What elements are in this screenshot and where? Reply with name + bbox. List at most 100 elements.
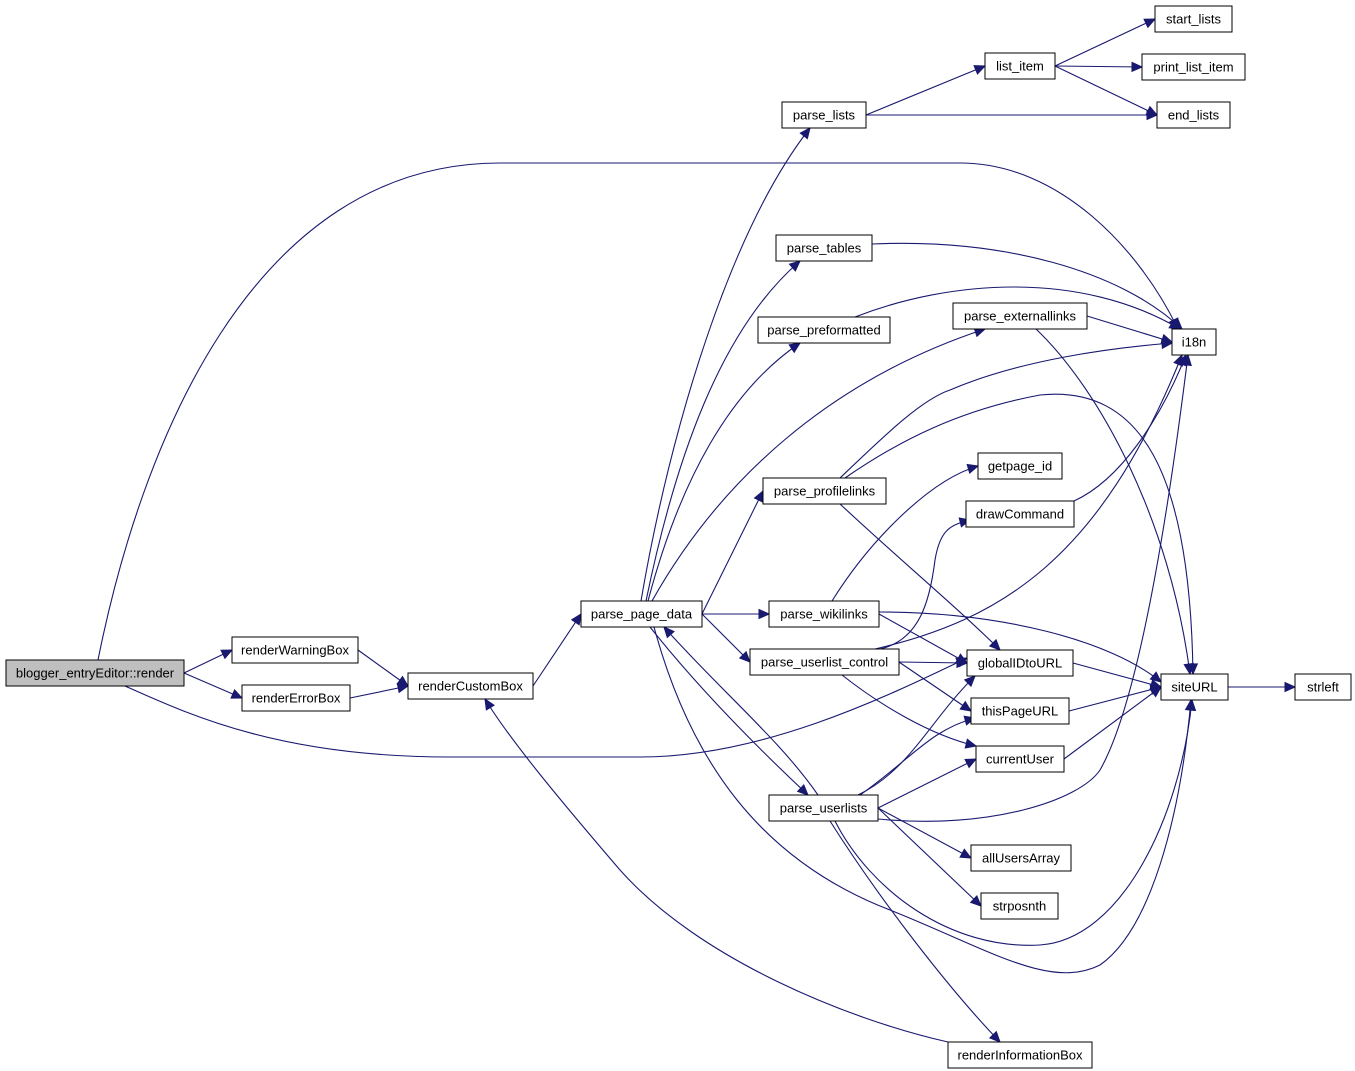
node-label: globalIDtoURL — [978, 656, 1063, 671]
node-globalIDtoURL[interactable]: globalIDtoURL — [966, 649, 1074, 677]
node-label: parse_tables — [787, 241, 862, 256]
arrowhead — [663, 626, 675, 639]
node-renderCustomBox[interactable]: renderCustomBox — [407, 672, 534, 700]
edge-parse_userlists-to-siteURL — [834, 698, 1197, 946]
edge-line — [859, 717, 976, 796]
node-strposnth[interactable]: strposnth — [980, 892, 1059, 920]
node-parse_page_data[interactable]: parse_page_data — [580, 600, 703, 628]
node-box — [947, 1041, 1093, 1069]
node-box — [768, 600, 880, 628]
node-i18n[interactable]: i18n — [1171, 328, 1217, 356]
node-list_item[interactable]: list_item — [984, 52, 1056, 80]
node-getpage_id[interactable]: getpage_id — [977, 452, 1063, 480]
arrowhead — [1187, 663, 1199, 676]
node-renderInformationBox[interactable]: renderInformationBox — [947, 1041, 1093, 1069]
node-box — [1160, 673, 1229, 701]
edge-line — [898, 661, 968, 664]
node-render[interactable]: blogger_entryEditor::render — [5, 659, 185, 687]
node-label: i18n — [1182, 335, 1207, 350]
node-label: parse_profilelinks — [774, 484, 876, 499]
node-label: start_lists — [1166, 12, 1221, 27]
edge-parse_userlists-to-strposnth — [877, 807, 982, 907]
edge-line — [640, 127, 811, 602]
node-box — [970, 697, 1070, 725]
edge-renderErrorBox-to-renderCustomBox — [349, 682, 410, 699]
node-label: thisPageURL — [982, 704, 1059, 719]
node-box — [984, 52, 1056, 80]
node-parse_preformatted[interactable]: parse_preformatted — [757, 316, 891, 344]
edge-parse_wikilinks-to-getpage_id — [831, 463, 980, 602]
node-parse_profilelinks[interactable]: parse_profilelinks — [762, 477, 887, 505]
edge-parse_userlist_control-to-thisPageURL — [898, 661, 973, 712]
edge-parse_page_data-to-parse_lists — [640, 127, 811, 602]
node-parse_wikilinks[interactable]: parse_wikilinks — [768, 600, 880, 628]
node-label: blogger_entryEditor::render — [16, 666, 175, 681]
node-label: end_lists — [1168, 108, 1220, 123]
node-label: parse_externallinks — [964, 309, 1077, 324]
edge-line — [898, 661, 972, 712]
node-label: allUsersArray — [982, 851, 1061, 866]
node-parse_tables[interactable]: parse_tables — [775, 234, 873, 262]
arrowhead — [788, 342, 802, 354]
node-label: drawCommand — [976, 507, 1064, 522]
node-box — [757, 316, 891, 344]
arrowhead — [1131, 61, 1144, 73]
node-renderErrorBox[interactable]: renderErrorBox — [241, 684, 351, 712]
edge-line — [878, 613, 968, 664]
node-start_lists[interactable]: start_lists — [1154, 5, 1233, 33]
arrowhead — [220, 649, 234, 660]
node-parse_userlists[interactable]: parse_userlists — [768, 794, 879, 822]
node-box — [1141, 53, 1246, 81]
edge-line — [1072, 662, 1162, 688]
node-label: list_item — [996, 59, 1044, 74]
arrowhead — [230, 689, 244, 699]
edge-line — [663, 626, 819, 796]
arrowhead — [1181, 353, 1192, 367]
node-parse_externallinks[interactable]: parse_externallinks — [952, 302, 1088, 330]
node-renderWarningBox[interactable]: renderWarningBox — [231, 636, 359, 664]
node-box — [965, 500, 1075, 528]
edge-line — [834, 699, 1193, 946]
node-box — [1171, 328, 1217, 356]
node-box — [1154, 5, 1233, 33]
node-currentUser[interactable]: currentUser — [975, 745, 1065, 773]
arrowhead — [969, 894, 982, 907]
edge-parse_userlist_control-to-currentUser — [841, 674, 978, 749]
node-parse_lists[interactable]: parse_lists — [781, 101, 867, 129]
node-strleft[interactable]: strleft — [1294, 673, 1352, 701]
node-end_lists[interactable]: end_lists — [1156, 101, 1231, 129]
edge-line — [645, 260, 801, 602]
node-siteURL[interactable]: siteURL — [1160, 673, 1229, 701]
edge-line — [701, 490, 764, 615]
node-parse_userlist_control[interactable]: parse_userlist_control — [749, 648, 900, 676]
node-thisPageURL[interactable]: thisPageURL — [970, 697, 1070, 725]
edge-siteURL-to-strleft — [1228, 681, 1297, 693]
node-label: renderInformationBox — [957, 1048, 1083, 1063]
edge-line — [1054, 18, 1156, 67]
edge-line — [124, 657, 968, 758]
node-drawCommand[interactable]: drawCommand — [965, 500, 1075, 528]
arrowhead — [988, 638, 1001, 651]
node-print_list_item[interactable]: print_list_item — [1141, 53, 1246, 81]
arrowhead — [956, 657, 969, 669]
node-label: renderErrorBox — [252, 691, 341, 706]
arrowhead — [570, 612, 582, 626]
arrowhead — [1284, 681, 1297, 693]
edge-line — [829, 820, 1001, 1043]
arrowhead — [753, 489, 764, 503]
node-label: parse_userlists — [780, 801, 868, 816]
edge-line — [871, 242, 1183, 330]
edge-line — [877, 807, 972, 859]
node-box — [749, 648, 900, 676]
edge-line — [877, 807, 982, 907]
node-allUsersArray[interactable]: allUsersArray — [970, 844, 1072, 872]
edge-currentUser-to-siteURL — [1063, 686, 1162, 760]
edge-line — [831, 465, 979, 602]
arrowhead — [788, 260, 801, 272]
node-box — [580, 600, 703, 628]
node-label: parse_page_data — [591, 607, 693, 622]
edge-line — [649, 626, 809, 796]
node-label: getpage_id — [988, 459, 1052, 474]
arrowhead — [973, 65, 987, 75]
arrowhead — [758, 608, 771, 620]
